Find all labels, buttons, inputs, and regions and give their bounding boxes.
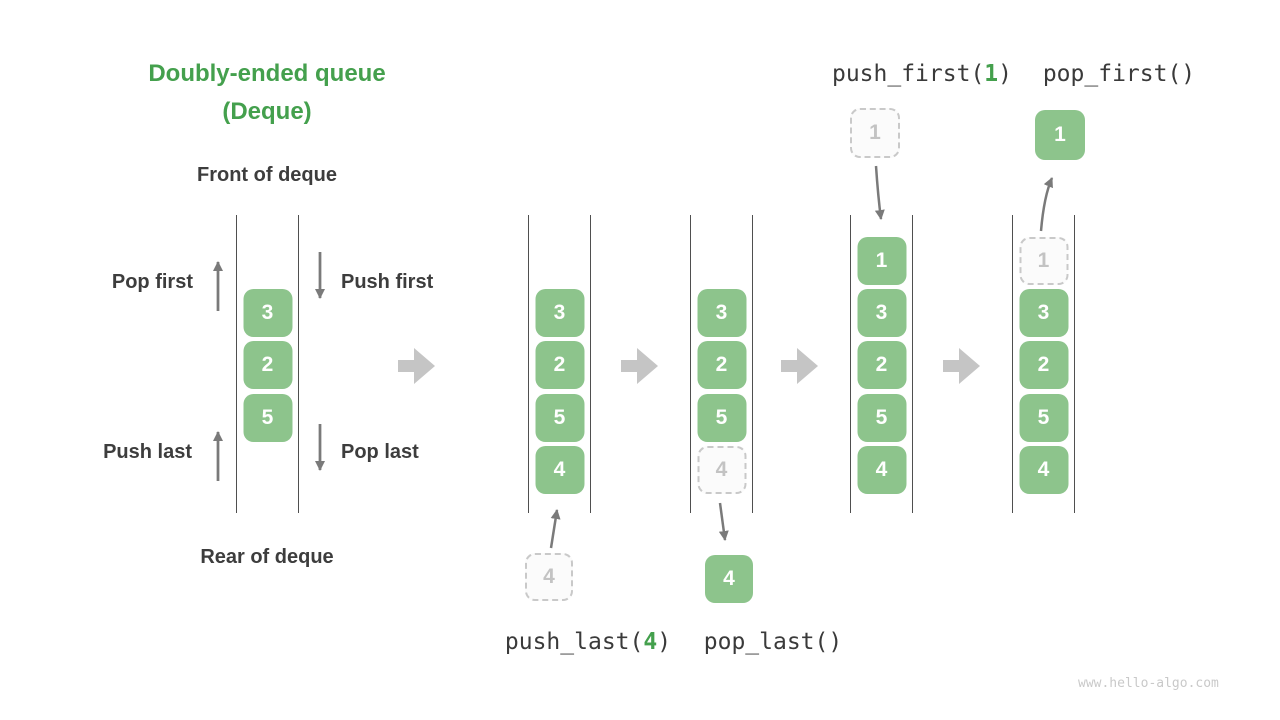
deque-item: 2 xyxy=(697,341,746,389)
deque-item: 5 xyxy=(535,394,584,442)
push-last-insert-arrow xyxy=(549,509,561,549)
push-last-incoming-ghost: 4 xyxy=(525,553,573,601)
title-line2: (Deque) xyxy=(222,98,312,125)
transition-arrow-icon xyxy=(781,348,818,384)
code-text: ) xyxy=(657,629,672,655)
code-text: pop_last() xyxy=(703,629,843,655)
rear-of-deque-label: Rear of deque xyxy=(200,546,334,568)
deque-item: 3 xyxy=(243,289,292,337)
deque-item: 5 xyxy=(697,394,746,442)
push-first-operation: push_first(1) xyxy=(812,61,1032,87)
diagram-title: Doubly-ended queue (Deque) xyxy=(122,55,412,131)
pop-last-popped-item: 4 xyxy=(705,555,753,603)
push-first-incoming-ghost: 1 xyxy=(850,108,900,158)
title-line1: Doubly-ended queue xyxy=(148,60,386,87)
deque-item: 2 xyxy=(857,341,906,389)
deque-item: 4 xyxy=(535,446,584,494)
deque-item: 5 xyxy=(857,394,906,442)
pop-first-popped-item: 1 xyxy=(1035,110,1085,160)
deque-item: 3 xyxy=(535,289,584,337)
transition-arrow-icon xyxy=(621,348,658,384)
deque-state-after-pop-last: 3 2 5 4 xyxy=(690,215,753,513)
pop-first-operation: pop_first() xyxy=(1009,61,1229,87)
deque-item: 1 xyxy=(857,237,906,285)
deque-state-after-pop-first: 1 3 2 5 4 xyxy=(1012,215,1075,513)
deque-state-initial: 3 2 5 xyxy=(236,215,299,513)
deque-item-ghost: 1 xyxy=(1019,237,1068,285)
deque-item: 5 xyxy=(243,394,292,442)
deque-item: 2 xyxy=(243,341,292,389)
push-first-insert-arrow xyxy=(874,165,885,220)
code-text: push_first( xyxy=(831,61,985,87)
push-first-label: Push first xyxy=(341,271,434,293)
deque-item: 4 xyxy=(1019,446,1068,494)
transition-arrow-icon xyxy=(943,348,980,384)
deque-item: 2 xyxy=(1019,341,1068,389)
code-text: pop_first() xyxy=(1042,61,1196,87)
pop-first-label: Pop first xyxy=(111,271,193,293)
pop-last-label: Pop last xyxy=(341,441,419,463)
push-last-operation: push_last(4) xyxy=(478,629,698,655)
front-of-deque-label: Front of deque xyxy=(197,164,337,186)
deque-state-after-push-last: 3 2 5 4 xyxy=(528,215,591,513)
deque-item: 5 xyxy=(1019,394,1068,442)
deque-item: 3 xyxy=(697,289,746,337)
code-arg: 4 xyxy=(643,629,658,655)
transition-arrow-icon xyxy=(398,348,435,384)
push-last-label: Push last xyxy=(103,441,192,463)
watermark: www.hello-algo.com xyxy=(1078,676,1219,691)
code-arg: 1 xyxy=(984,61,999,87)
deque-item: 3 xyxy=(857,289,906,337)
deque-item: 3 xyxy=(1019,289,1068,337)
code-text: ) xyxy=(998,61,1013,87)
code-text: push_last( xyxy=(504,629,644,655)
deque-item: 2 xyxy=(535,341,584,389)
deque-state-after-push-first: 1 3 2 5 4 xyxy=(850,215,913,513)
deque-item: 4 xyxy=(857,446,906,494)
deque-item-ghost: 4 xyxy=(697,446,746,494)
pop-last-operation: pop_last() xyxy=(663,629,883,655)
